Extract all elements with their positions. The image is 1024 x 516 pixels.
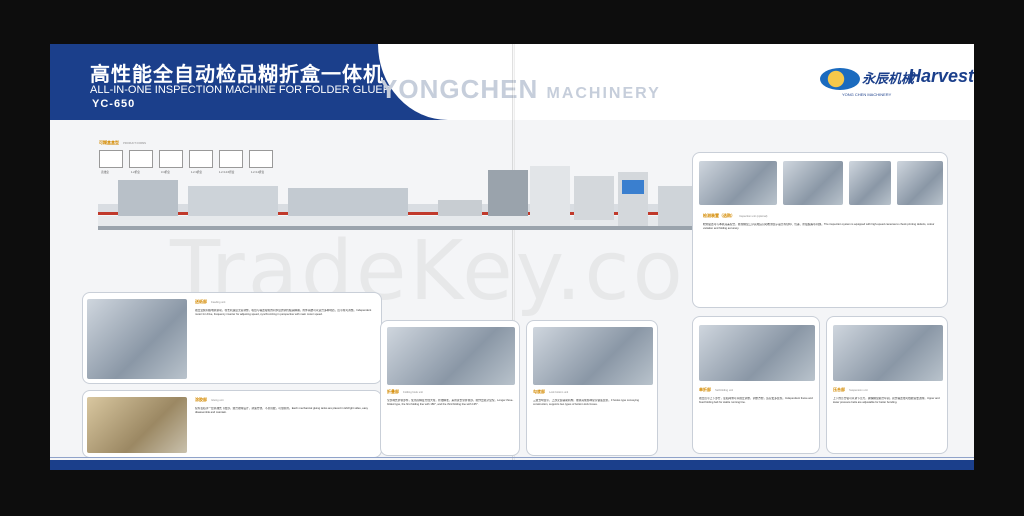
title-english: ALL-IN-ONE INSPECTION MACHINE FOR FOLDER… (90, 84, 391, 96)
feeding-unit-panel: 送纸部 Feeding unit 独立变频伺服电机驱动，在长机速度无需调整，吸纸… (82, 292, 382, 384)
product-form-box-2 (129, 150, 153, 168)
company-name-cn: 永辰机械 (862, 71, 915, 86)
inspection-photo-3 (849, 161, 891, 205)
self-folding-unit-panel: 单折部 Self-folding unit 独立皮带上下部分，左右两侧可以独立调… (692, 316, 820, 454)
lock-bottom-unit-photo (533, 327, 653, 385)
suspension-title-zh: 压合部 (833, 387, 845, 392)
footer-band (50, 460, 974, 470)
product-form-box-3 (159, 150, 183, 168)
product-form-label: 1.2.3.4.6折盒 (219, 171, 235, 174)
inspection-subtitle: Inspection unit (optional) (739, 215, 768, 218)
feeding-unit-title: 送纸部 Feeding unit (195, 299, 225, 305)
yongchen-logo-icon (820, 68, 860, 90)
suspension-subtitle: Suspension unit (849, 389, 868, 392)
self-folding-unit-title: 单折部 Self-folding unit (699, 387, 733, 393)
page-spine (512, 44, 515, 470)
lock-bottom-unit-title: 勾底部 Lock bottom unit (533, 389, 568, 395)
header-white-area (378, 44, 974, 120)
folding-unit-photo (387, 327, 515, 385)
folding-title-zh: 折叠部 (387, 389, 399, 394)
feeding-subtitle: Feeding unit (211, 301, 226, 304)
product-form-label: 1.2.3折盒 (191, 171, 202, 174)
inspection-title-zh: 检测装置（选购） (703, 213, 735, 218)
product-form-label: 直线盒 (101, 171, 109, 174)
lock-bottom-title-zh: 勾底部 (533, 389, 545, 394)
gluing-unit-panel: 涂胶部 Gluing unit 配有左右手一套机械式下胶部，组合独特设计，调速方… (82, 390, 382, 458)
suspension-unit-panel: 压合部 Suspension unit 上下的压合辊可以调节压力，确保糊盒粘合牢… (826, 316, 948, 454)
product-forms-section: 可糊盒盒型 PRODUCT FORMS 直线盒 1.2折盒 3.4折盒 1.2.… (95, 140, 395, 180)
folding-unit-title: 折叠部 Folding hook unit (387, 389, 423, 395)
suspension-unit-text: 上下的压合辊可以调节压力，确保糊盒粘合牢固，延长输送线可根据需要选购。Upper… (833, 397, 940, 405)
gluing-unit-photo (87, 397, 187, 453)
folding-unit-text: 全部钩式折叠部件，使用高精度分线大轮，折线精准，采用延长型折叠部，能作出复杂盒型… (387, 399, 514, 407)
self-folding-subtitle: Self-folding unit (715, 389, 734, 392)
product-form-label: 1.2折盒 (131, 171, 140, 174)
suspension-unit-photo (833, 325, 943, 381)
gluing-unit-text: 配有左右手一套机械式下胶部，组合独特设计，调速方便，不易甩胶，可靠耐用。Each… (195, 407, 368, 415)
product-form-label: 1.2.3.4折盒 (251, 171, 265, 174)
inspection-unit-panel: 检测装置（选购） Inspection unit (optional) 检测装置… (692, 152, 948, 308)
lock-bottom-unit-panel: 勾底部 Lock bottom unit 三组式勾盒带，上部安装辅助机构，能够完… (526, 320, 658, 456)
product-form-box-6 (249, 150, 273, 168)
title-chinese: 高性能全自动检品糊折盒一体机 (90, 64, 384, 86)
model-number: YC-650 (92, 98, 136, 110)
lock-bottom-unit-text: 三组式勾盒带，上部安装辅助机构，能够完成各种复杂锁底盒型。3 hooks typ… (533, 399, 640, 407)
product-forms-label-zh: 可糊盒盒型 (99, 140, 119, 145)
product-forms-title: 可糊盒盒型 PRODUCT FORMS (99, 140, 146, 146)
product-form-box-5 (219, 150, 243, 168)
product-form-label: 3.4折盒 (161, 171, 170, 174)
feeding-title-zh: 送纸部 (195, 299, 207, 304)
brochure-spread: 高性能全自动检品糊折盒一体机 ALL-IN-ONE INSPECTION MAC… (50, 44, 974, 470)
brand-watermark-suffix: MACHINERY (546, 85, 661, 102)
inspection-unit-text: 检测装置可与本机完美配合，能在糊盒工序完成后自动检测盒子是否有缺印、色差、折痕偏… (703, 223, 935, 231)
suspension-unit-title: 压合部 Suspension unit (833, 387, 868, 393)
self-folding-unit-text: 独立皮带上下部分，左右两侧可以独立调整，调整方便，适应更多盒型。Independ… (699, 397, 813, 405)
inspection-unit-title: 检测装置（选购） Inspection unit (optional) (703, 213, 767, 219)
gluing-title-zh: 涂胶部 (195, 397, 207, 402)
inspection-photo-1 (699, 161, 777, 205)
self-folding-title-zh: 单折部 (699, 387, 711, 392)
lock-bottom-subtitle: Lock bottom unit (549, 391, 569, 394)
product-form-box-1 (99, 150, 123, 168)
gluing-subtitle: Gluing unit (211, 399, 224, 402)
inspection-photo-4 (897, 161, 943, 205)
brand-watermark-name: YONGCHEN (380, 74, 539, 104)
inspection-photo-2 (783, 161, 843, 205)
folding-subtitle: Folding hook unit (403, 391, 423, 394)
feeding-unit-photo (87, 299, 187, 379)
folder-gluer-machine-illustration (98, 166, 698, 230)
feeding-unit-text: 独立变频伺服电机驱动，在长机速度无需调整，吸纸与输送辊轮的同步度的调控极其精确，… (195, 309, 372, 317)
footer-divider (50, 457, 974, 458)
gluing-unit-title: 涂胶部 Gluing unit (195, 397, 224, 403)
brand-watermark: YONGCHEN MACHINERY (380, 74, 661, 105)
harvest-logo: Harvest (908, 66, 974, 86)
company-name-en: YONG CHEN MACHINERY (842, 92, 892, 97)
product-form-box-4 (189, 150, 213, 168)
product-forms-label-en: PRODUCT FORMS (123, 142, 146, 145)
folding-unit-panel: 折叠部 Folding hook unit 全部钩式折叠部件，使用高精度分线大轮… (380, 320, 520, 456)
self-folding-unit-photo (699, 325, 815, 381)
